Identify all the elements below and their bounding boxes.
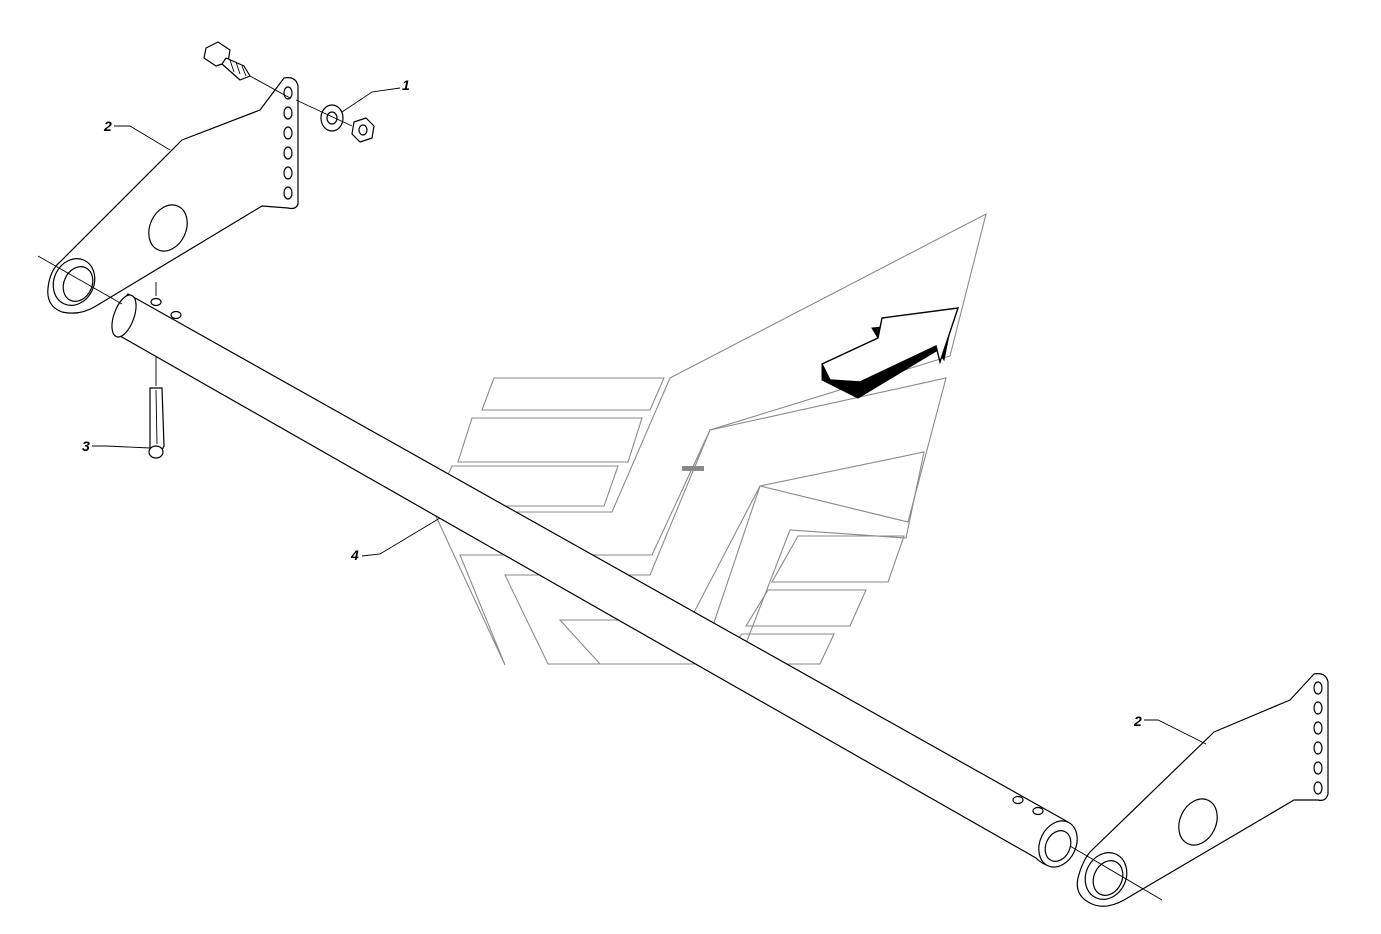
mounting-bracket-top [47,77,299,314]
bracket-adjustment-holes [1313,681,1323,795]
mounting-bracket-bottom [1076,673,1329,907]
leader-lines [92,87,1207,745]
bolt [203,41,291,99]
watermark-logo [433,212,987,666]
flange-nut [320,104,344,132]
watermark-tiny-mark [682,466,704,471]
assembly-line-bottom [1069,845,1163,901]
cotter-pin [148,282,165,459]
shaft [111,293,1078,868]
direction-arrow-icon [821,307,960,399]
callout-2-bracket-bottom: 2 [1133,713,1142,729]
bracket-adjustment-holes [283,86,293,200]
callout-1-nut: 1 [402,77,410,93]
callout-2-bracket-top: 2 [103,118,112,134]
bracket-large-hole [148,204,188,252]
callout-3-cotter-pin: 3 [82,438,90,454]
callout-4-shaft: 4 [350,547,359,563]
nut [351,117,375,143]
assembly-line-top [37,255,123,305]
bracket-large-hole [1178,798,1218,846]
